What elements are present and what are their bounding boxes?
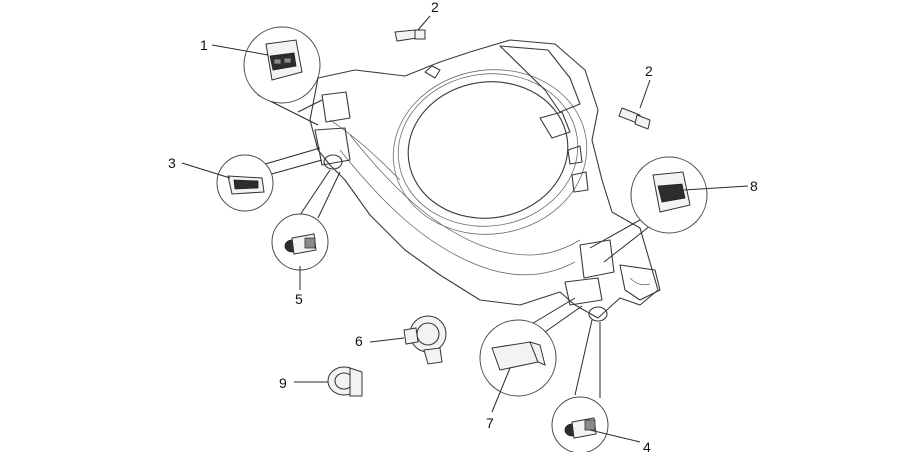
- callout-number-6: 6: [355, 333, 363, 349]
- callout-number-2-top: 2: [431, 0, 439, 15]
- callout-8-detail: [589, 156, 749, 263]
- callout-number-9: 9: [279, 375, 287, 391]
- callout-number-7: 7: [486, 415, 494, 431]
- callout-5-detail: [271, 169, 341, 290]
- callout-4-detail: [551, 319, 641, 452]
- callout-1-detail: [211, 26, 323, 126]
- callout-number-1: 1: [200, 37, 208, 53]
- part-6-component: [369, 315, 447, 365]
- handlebar-cover-housing: [309, 39, 661, 322]
- callout-number-5: 5: [295, 291, 303, 307]
- callout-3-detail: [181, 147, 323, 212]
- bulb-part-2-right: [618, 79, 651, 130]
- callout-number-8: 8: [750, 178, 758, 194]
- callout-number-2-right: 2: [645, 63, 653, 79]
- callout-number-4: 4: [643, 439, 651, 452]
- callout-number-3: 3: [168, 155, 176, 171]
- part-9-ring: [294, 366, 363, 397]
- callout-7-detail: [479, 297, 583, 413]
- bulb-part-2-top: [394, 15, 431, 42]
